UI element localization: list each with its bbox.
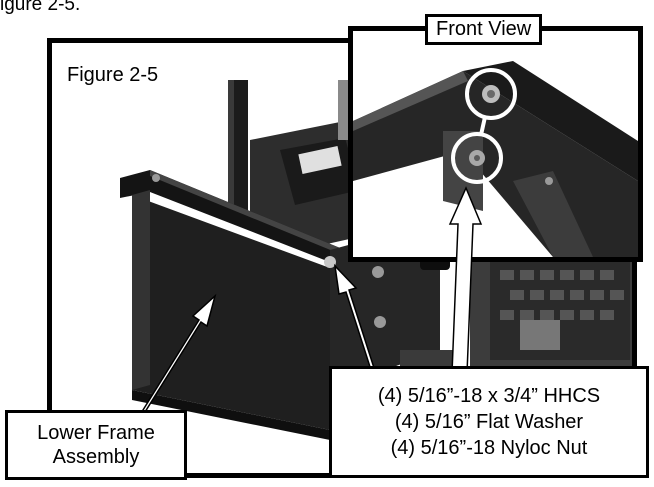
inset-title: Front View <box>425 14 543 45</box>
front-view-inset <box>348 26 643 262</box>
caption-fragment: igure 2-5. <box>0 0 81 15</box>
hardware-line-washers: (4) 5/16” Flat Washer <box>394 411 584 433</box>
callout-hardware: (4) 5/16”-18 x 3/4” HHCS (4) 5/16” Flat … <box>329 366 649 478</box>
callout-lower-frame-line2: Assembly <box>52 446 140 468</box>
callout-lower-frame-line1: Lower Frame <box>37 422 155 444</box>
figure-label: Figure 2-5 <box>67 64 159 86</box>
hardware-line-bolts: (4) 5/16”-18 x 3/4” HHCS <box>377 385 601 407</box>
front-view-photo <box>353 31 638 257</box>
callout-lower-frame: Lower Frame Assembly <box>5 410 187 480</box>
hardware-line-nuts: (4) 5/16”-18 Nyloc Nut <box>390 437 588 459</box>
